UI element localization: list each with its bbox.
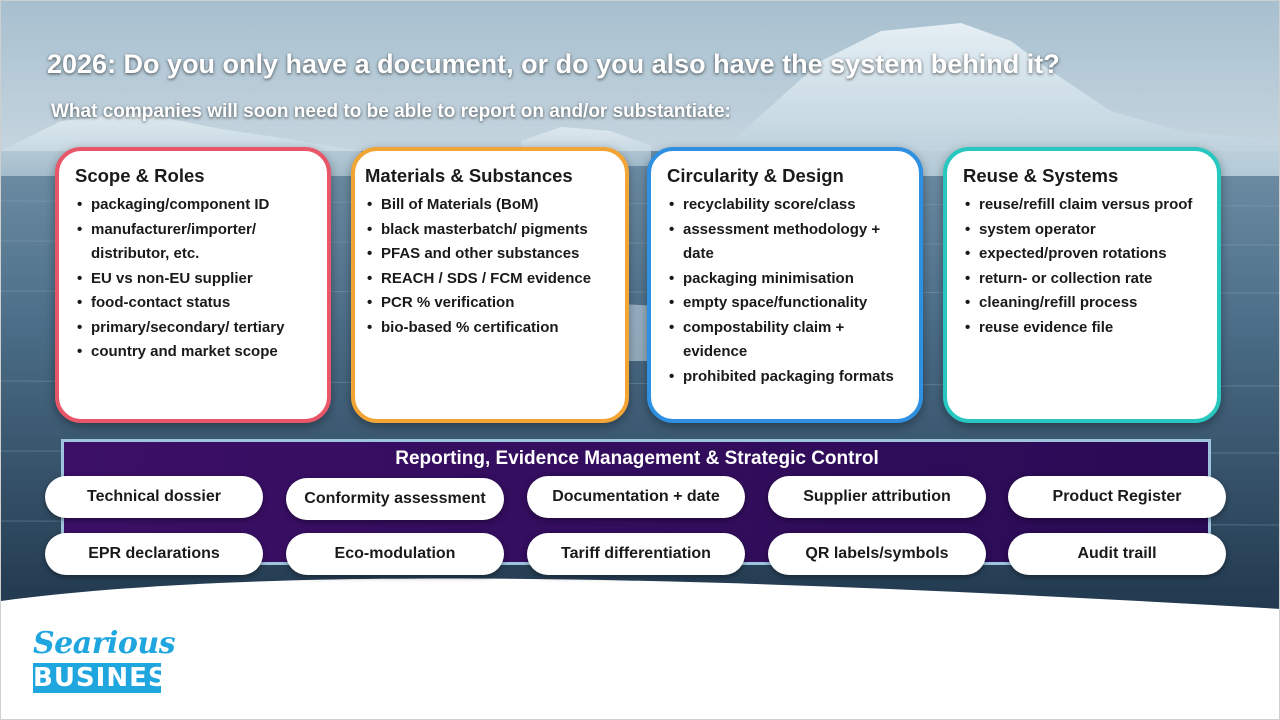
list-item: empty space/functionality — [667, 291, 905, 316]
card-title: Reuse & Systems — [963, 165, 1119, 186]
list-item: prohibited packaging formats — [667, 365, 905, 390]
card-title: Scope & Roles — [75, 165, 205, 186]
list-item: PCR % verification — [365, 291, 611, 316]
list-item: country and market scope — [75, 340, 313, 365]
list-item: REACH / SDS / FCM evidence — [365, 267, 611, 292]
pill-supplier-attribution: Supplier attribution — [768, 476, 986, 518]
card-reuse-systems: Reuse & Systems reuse/refill claim versu… — [943, 147, 1221, 423]
headline: 2026: Do you only have a document, or do… — [47, 49, 1060, 79]
pill-documentation-date: Documentation + date — [527, 476, 745, 518]
pill-tariff-differentiation: Tariff differentiation — [527, 533, 745, 575]
card-list: packaging/component ID manufacturer/impo… — [75, 193, 313, 365]
card-title: Circularity & Design — [667, 165, 844, 186]
list-item: Bill of Materials (BoM) — [365, 193, 611, 218]
list-item: assessment methodology + date — [667, 218, 905, 267]
card-list: Bill of Materials (BoM) black masterbatc… — [365, 193, 611, 340]
list-item: return- or collection rate — [963, 267, 1203, 292]
pill-product-register: Product Register — [1008, 476, 1226, 518]
card-circularity-design: Circularity & Design recyclability score… — [647, 147, 923, 423]
list-item: cleaning/refill process — [963, 291, 1203, 316]
list-item: black masterbatch/ pigments — [365, 218, 611, 243]
card-materials-substances: Materials & Substances Bill of Materials… — [351, 147, 629, 423]
logo-script-text: Searious — [33, 626, 176, 661]
list-item: bio-based % certification — [365, 316, 611, 341]
card-list: recyclability score/class assessment met… — [667, 193, 905, 389]
card-list: reuse/refill claim versus proof system o… — [963, 193, 1203, 340]
searious-business-logo: Searious BUSINESS — [33, 627, 187, 697]
list-item: expected/proven rotations — [963, 242, 1203, 267]
logo-box-text: BUSINESS — [33, 663, 187, 693]
pill-technical-dossier: Technical dossier — [45, 476, 263, 518]
list-item: PFAS and other substances — [365, 242, 611, 267]
list-item: packaging/component ID — [75, 193, 313, 218]
list-item: system operator — [963, 218, 1203, 243]
list-item: primary/secondary/ tertiary — [75, 316, 313, 341]
list-item: reuse evidence file — [963, 316, 1203, 341]
subheadline: What companies will soon need to be able… — [51, 101, 731, 122]
card-title: Materials & Substances — [365, 165, 573, 186]
list-item: packaging minimisation — [667, 267, 905, 292]
list-item: reuse/refill claim versus proof — [963, 193, 1203, 218]
card-scope-roles: Scope & Roles packaging/component ID man… — [55, 147, 331, 423]
pill-eco-modulation: Eco-modulation — [286, 533, 504, 575]
reporting-title: Reporting, Evidence Management & Strateg… — [395, 448, 879, 469]
pill-conformity-assessment: Conformity assessment — [286, 478, 504, 520]
list-item: recyclability score/class — [667, 193, 905, 218]
list-item: compostability claim + evidence — [667, 316, 905, 365]
list-item: food-contact status — [75, 291, 313, 316]
pill-qr-labels: QR labels/symbols — [768, 533, 986, 575]
pill-epr-declarations: EPR declarations — [45, 533, 263, 575]
pill-audit-trail: Audit traill — [1008, 533, 1226, 575]
list-item: EU vs non-EU supplier — [75, 267, 313, 292]
list-item: manufacturer/importer/ distributor, etc. — [75, 218, 313, 267]
